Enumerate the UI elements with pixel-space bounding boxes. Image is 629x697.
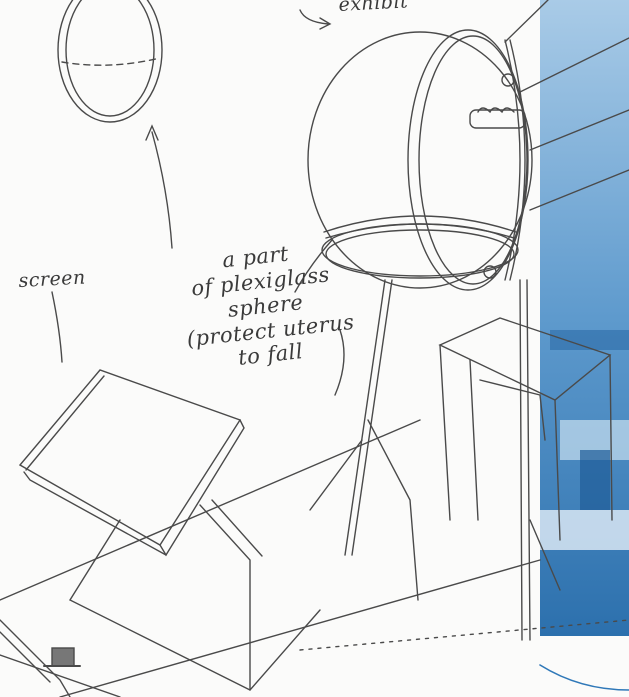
arrow-from-exhibit (300, 10, 328, 24)
stand-leg-right (520, 280, 522, 640)
screen-panel-sketch (20, 370, 240, 545)
floor-platform-sketch (0, 420, 420, 600)
plexiglass-part-note: a part of plexiglass sphere (protect ute… (150, 258, 370, 378)
stool-sketch (440, 318, 610, 400)
small-sphere-sketch (58, 0, 162, 122)
screen-label: screen (18, 266, 86, 291)
arrow-to-small-sphere (152, 132, 172, 248)
